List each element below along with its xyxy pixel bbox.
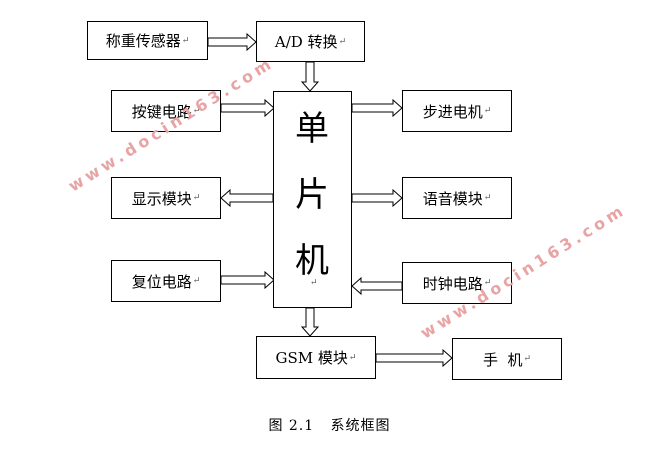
mcu-char-3: 机: [295, 241, 329, 281]
arrow-mcu-to-gsm: [300, 307, 320, 337]
adc-box: A/D 转换↵: [256, 21, 365, 62]
stepper-motor-box: 步进电机↵: [402, 90, 512, 132]
clock-circuit-label: 时钟电路: [422, 274, 483, 293]
voice-module-label: 语音模块: [422, 189, 483, 208]
arrow-mcu-to-voice: [351, 188, 403, 208]
reset-circuit-label: 复位电路: [131, 272, 192, 291]
arrow-sensor-to-adc: [207, 32, 257, 52]
clock-circuit-box: 时钟电路↵: [402, 262, 512, 304]
figure-caption: 图 2.1 系统框图: [268, 418, 391, 434]
stepper-motor-label: 步进电机: [422, 102, 483, 121]
arrow-adc-to-mcu: [300, 61, 320, 92]
arrow-button-to-mcu: [220, 98, 275, 118]
gsm-module-box: GSM 模块↵: [256, 336, 376, 379]
mcu-char-2: 片: [295, 175, 329, 215]
arrow-reset-to-mcu: [220, 270, 275, 290]
arrow-mcu-to-stepper: [351, 98, 403, 118]
button-circuit-label: 按键电路: [131, 102, 192, 121]
button-circuit-box: 按键电路↵: [111, 90, 221, 132]
arrow-gsm-to-phone: [375, 348, 453, 368]
gsm-module-label: GSM 模块: [275, 349, 348, 367]
mcu-char-1: 单: [295, 109, 329, 149]
arrow-mcu-to-display: [220, 188, 274, 208]
voice-module-box: 语音模块↵: [402, 177, 512, 219]
adc-label: A/D 转换: [274, 33, 338, 51]
mcu-box: [273, 91, 352, 308]
reset-circuit-box: 复位电路↵: [111, 260, 221, 302]
sensor-label: 称重传感器: [105, 32, 181, 50]
sensor-box: 称重传感器↵: [87, 21, 208, 60]
mcu-mark: ↵: [310, 278, 318, 288]
display-module-box: 显示模块↵: [111, 177, 221, 219]
arrow-clock-to-mcu: [351, 276, 403, 296]
phone-label: 手 机: [482, 350, 523, 369]
phone-box: 手 机↵: [452, 338, 562, 380]
display-module-label: 显示模块: [131, 189, 192, 208]
